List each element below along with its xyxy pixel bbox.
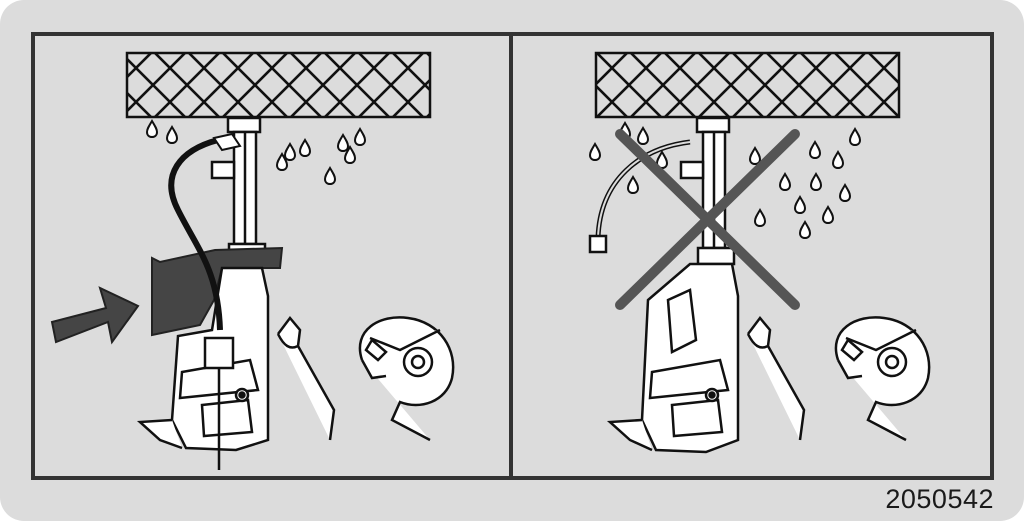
panel-correct	[50, 51, 455, 470]
hose-end-fitting	[588, 234, 608, 254]
arrow-pointer	[50, 286, 140, 345]
operator-figure	[746, 315, 931, 442]
water-hose	[168, 137, 223, 331]
prohibition-cross	[615, 129, 800, 310]
drill-body	[606, 262, 740, 454]
ceiling-hatch	[594, 51, 901, 119]
operator-figure	[276, 315, 455, 442]
hose-connector	[212, 132, 242, 152]
panel-incorrect	[588, 51, 931, 454]
figure-code: 2050542	[885, 484, 994, 514]
ceiling-hatch	[125, 51, 432, 119]
drill-body	[136, 266, 270, 470]
